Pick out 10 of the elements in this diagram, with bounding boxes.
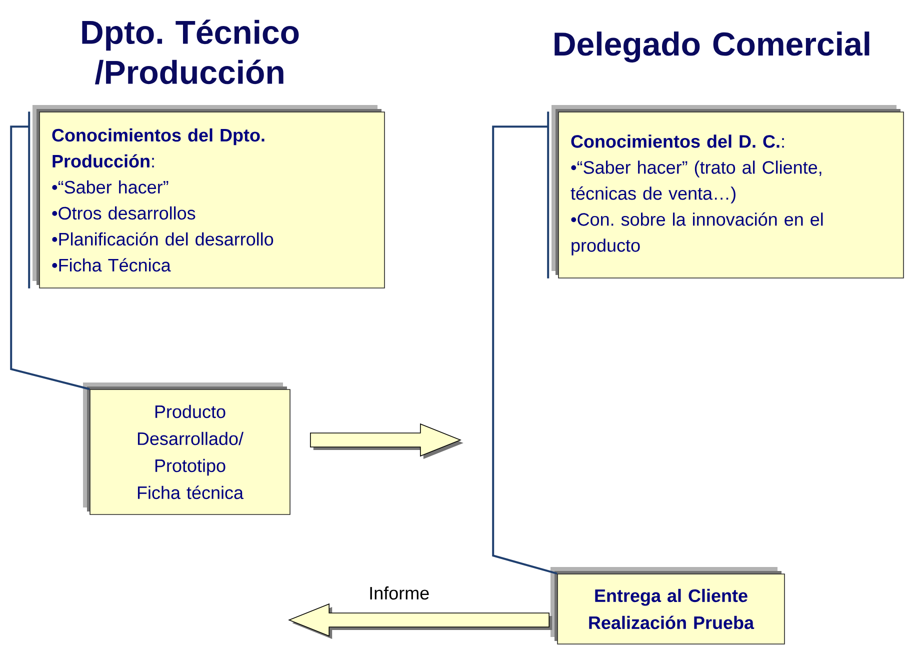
knowledge-box: Conocimientos del Dpto. Producción: •“Saber hacer” •Otros desarrollos •Planificación del desarrollo •Ficha Técnica <box>32 105 385 288</box>
process-box: Entrega al Cliente Realización Prueba <box>550 567 785 644</box>
block-arrow <box>288 603 552 639</box>
knowledge-box: Conocimientos del D. C.: •“Saber hacer” (trato al Cliente, técnicas de venta…) •Con. sobre la innovación en el producto <box>552 105 904 278</box>
edge-label: Informe <box>368 585 431 601</box>
connector-line <box>492 110 558 575</box>
block-arrow <box>310 423 464 459</box>
process-box: Producto Desarrollado/ Prototipo Ficha técnica <box>83 382 290 515</box>
connector-line <box>10 110 91 390</box>
heading: Delegado Comercial <box>554 32 870 62</box>
